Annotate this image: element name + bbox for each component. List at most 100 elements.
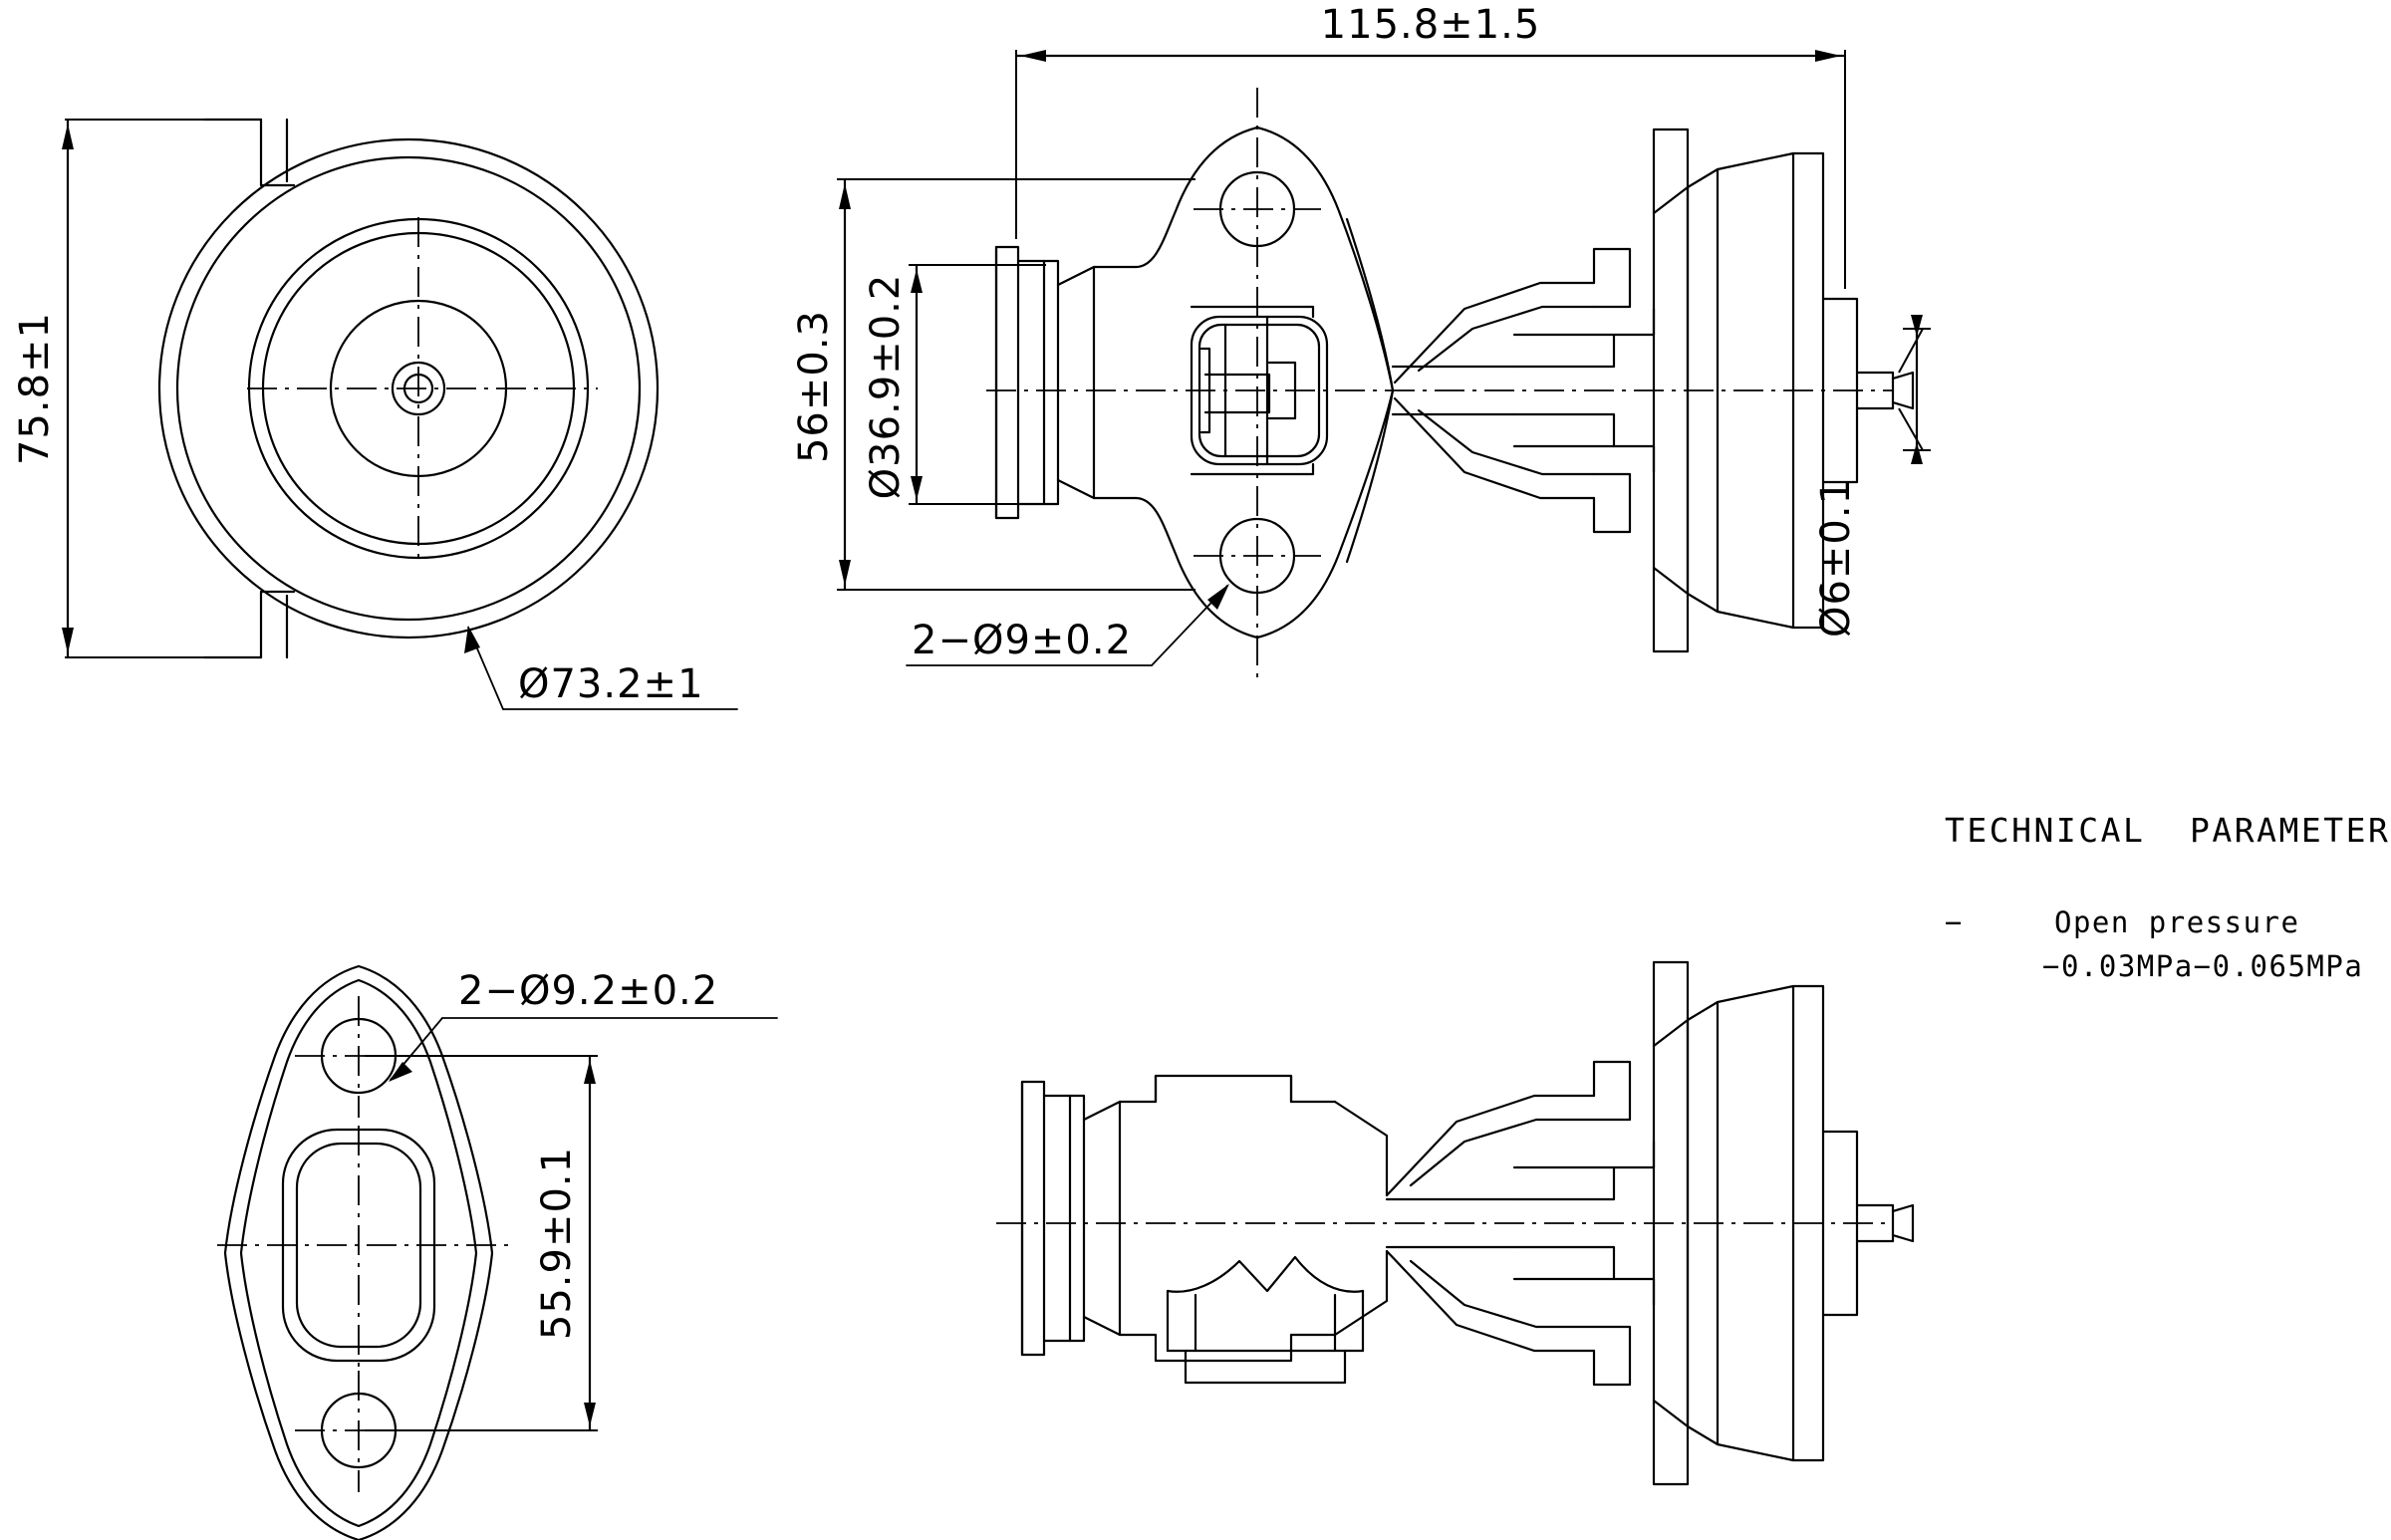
mounting-plate bbox=[1652, 128, 1690, 653]
flange-outline-inner-right bbox=[1345, 217, 1395, 564]
valve-stem-block-left bbox=[1203, 373, 1271, 414]
gasket-outline-inner bbox=[239, 978, 478, 1528]
flange-tab-bottom bbox=[259, 590, 296, 659]
dim-arrow-bottom-559 bbox=[584, 1403, 596, 1426]
elev-step-lower-right bbox=[1612, 1277, 1656, 1307]
elev-spigot-ring3 bbox=[1068, 1094, 1086, 1343]
elev-spigot-ring2 bbox=[1042, 1094, 1072, 1343]
note-line1-0: Open pressure bbox=[2054, 905, 2299, 939]
elev-step-block-lower bbox=[1512, 1245, 1616, 1281]
bracket-hook-upper bbox=[1592, 247, 1632, 309]
dim-front-height-label: 75.8±1 bbox=[12, 312, 58, 465]
elev-body-taper-bottom bbox=[1333, 1249, 1389, 1337]
inlet-spigot-ring2 bbox=[1016, 259, 1046, 506]
step-block-lower bbox=[1512, 412, 1616, 448]
view-side-elevation bbox=[996, 960, 1915, 1486]
ext-line-bottom-rod bbox=[1898, 407, 1924, 451]
flange-outline-upper-right bbox=[1255, 126, 1395, 392]
dim-bore-diameter-label: Ø36.9±0.2 bbox=[863, 274, 909, 500]
notes-title: TECHNICAL PARAMETERS bbox=[1945, 811, 2391, 850]
elev-housing-rear-cap bbox=[1821, 1130, 1859, 1317]
bracket-hook-lower bbox=[1592, 472, 1632, 534]
elev-bracket-arm-lower-outer bbox=[1385, 1249, 1596, 1353]
housing-rear-cap bbox=[1821, 297, 1859, 484]
technical-parameters-block: TECHNICAL PARAMETERS − Open pressure −0.… bbox=[1945, 811, 2391, 983]
leader-arrow-diameter-front bbox=[464, 626, 480, 653]
dim-arrow-top-369 bbox=[911, 269, 923, 293]
dim-arrow-bottom-rod bbox=[1911, 442, 1923, 464]
housing-body-right bbox=[1791, 151, 1825, 630]
valve-stem-block-right bbox=[1267, 361, 1297, 420]
valve-port-top-lip bbox=[1190, 305, 1315, 319]
bracket-arm-lower-outer bbox=[1393, 396, 1596, 500]
dim-arrow-right-length bbox=[1815, 50, 1841, 62]
inlet-spigot-taper bbox=[1056, 265, 1096, 500]
elev-bracket-hook-lower bbox=[1592, 1325, 1632, 1387]
dim-arrow-top-56 bbox=[839, 183, 851, 209]
outer-circle bbox=[157, 137, 660, 640]
housing-body-left bbox=[1686, 167, 1720, 614]
dim-arrow-top-rod bbox=[1911, 315, 1923, 337]
flange-outline-upper-left bbox=[1134, 126, 1259, 269]
note-bullet-0: − bbox=[1945, 905, 1962, 939]
elev-bracket-hook-upper bbox=[1592, 1060, 1632, 1122]
outer-circle-inner bbox=[175, 155, 642, 622]
dim-arrow-top-front bbox=[62, 124, 74, 149]
flange-outline-lower-right bbox=[1255, 388, 1395, 640]
elev-housing-body-left bbox=[1686, 1000, 1720, 1446]
dim-rod-diameter-label: Ø6±0.1 bbox=[1813, 478, 1859, 638]
dim-arrow-top-559 bbox=[584, 1060, 596, 1084]
step-block-upper bbox=[1512, 333, 1616, 369]
elev-housing-body-right bbox=[1791, 984, 1825, 1462]
dim-arrow-bottom-front bbox=[62, 628, 74, 653]
dim-arrow-left-length bbox=[1020, 50, 1046, 62]
elev-bracket-arm-lower-inner bbox=[1409, 1259, 1596, 1329]
dim-overall-length-label: 115.8±1.5 bbox=[1321, 2, 1541, 48]
gasket-outline-outer bbox=[223, 964, 494, 1540]
view-side-section: 115.8±1.5 56±0.3 Ø36.9±0.2 2−Ø9±0.2 Ø6±0… bbox=[791, 2, 1931, 677]
valve-port-bottom-lip bbox=[1190, 462, 1315, 476]
flange-outline-lower-left bbox=[1134, 496, 1259, 640]
elev-bracket-arm-upper-inner bbox=[1409, 1118, 1596, 1187]
dim-flange-height-label: 56±0.3 bbox=[791, 310, 837, 463]
dim-arrow-bottom-369 bbox=[911, 476, 923, 500]
bracket-arm-upper-inner bbox=[1417, 305, 1596, 373]
elev-internal-boss bbox=[1184, 1349, 1347, 1385]
elev-body-taper-top bbox=[1333, 1100, 1389, 1197]
leader-arrow-bolt-holes bbox=[1207, 584, 1229, 610]
housing-body-center bbox=[1716, 151, 1795, 630]
bracket-arm-lower-inner bbox=[1417, 408, 1596, 476]
elev-housing-body-center bbox=[1716, 984, 1795, 1462]
note-line2-0: −0.03MPa−0.065MPa bbox=[2042, 949, 2363, 983]
dim-arrow-bottom-56 bbox=[839, 560, 851, 586]
valve-port-inner bbox=[1197, 323, 1321, 458]
elev-spigot-taper bbox=[1082, 1100, 1122, 1337]
elev-bracket-arm-upper-outer bbox=[1385, 1094, 1596, 1197]
valve-port-outer bbox=[1190, 315, 1329, 466]
ext-line-top-rod bbox=[1898, 328, 1924, 374]
elev-housing-nipple-tip bbox=[1891, 1203, 1915, 1243]
inlet-spigot-ring3 bbox=[1042, 259, 1060, 506]
view-front-circular-flange: 75.8±1 Ø73.2±1 bbox=[12, 118, 738, 710]
elev-spigot-ring1 bbox=[1020, 1080, 1046, 1357]
bracket-arm-upper-outer bbox=[1393, 281, 1596, 385]
housing-nipple bbox=[1855, 371, 1895, 410]
step-block-lower-right bbox=[1612, 444, 1656, 474]
dim-gasket-bolt-holes-label: 2−Ø9.2±0.2 bbox=[458, 968, 718, 1014]
elev-housing-nipple bbox=[1855, 1203, 1895, 1243]
flange-tab-top bbox=[259, 118, 296, 187]
view-gasket-flange: 2−Ø9.2±0.2 55.9±0.1 bbox=[217, 964, 778, 1540]
elev-body-top bbox=[1118, 1074, 1337, 1104]
valve-port-edge-detail bbox=[1199, 347, 1211, 434]
center-bore-outer bbox=[391, 361, 446, 416]
inlet-spigot-ring1 bbox=[994, 245, 1020, 520]
elev-mounting-plate bbox=[1652, 960, 1690, 1486]
housing-nipple-tip bbox=[1891, 371, 1915, 410]
elev-step-block-upper bbox=[1512, 1165, 1616, 1201]
elev-body-bottom bbox=[1118, 1333, 1337, 1363]
elev-step-upper-right bbox=[1612, 1140, 1656, 1169]
dim-gasket-hole-spacing-label: 55.9±0.1 bbox=[534, 1147, 580, 1340]
step-block-upper-right bbox=[1612, 307, 1656, 337]
